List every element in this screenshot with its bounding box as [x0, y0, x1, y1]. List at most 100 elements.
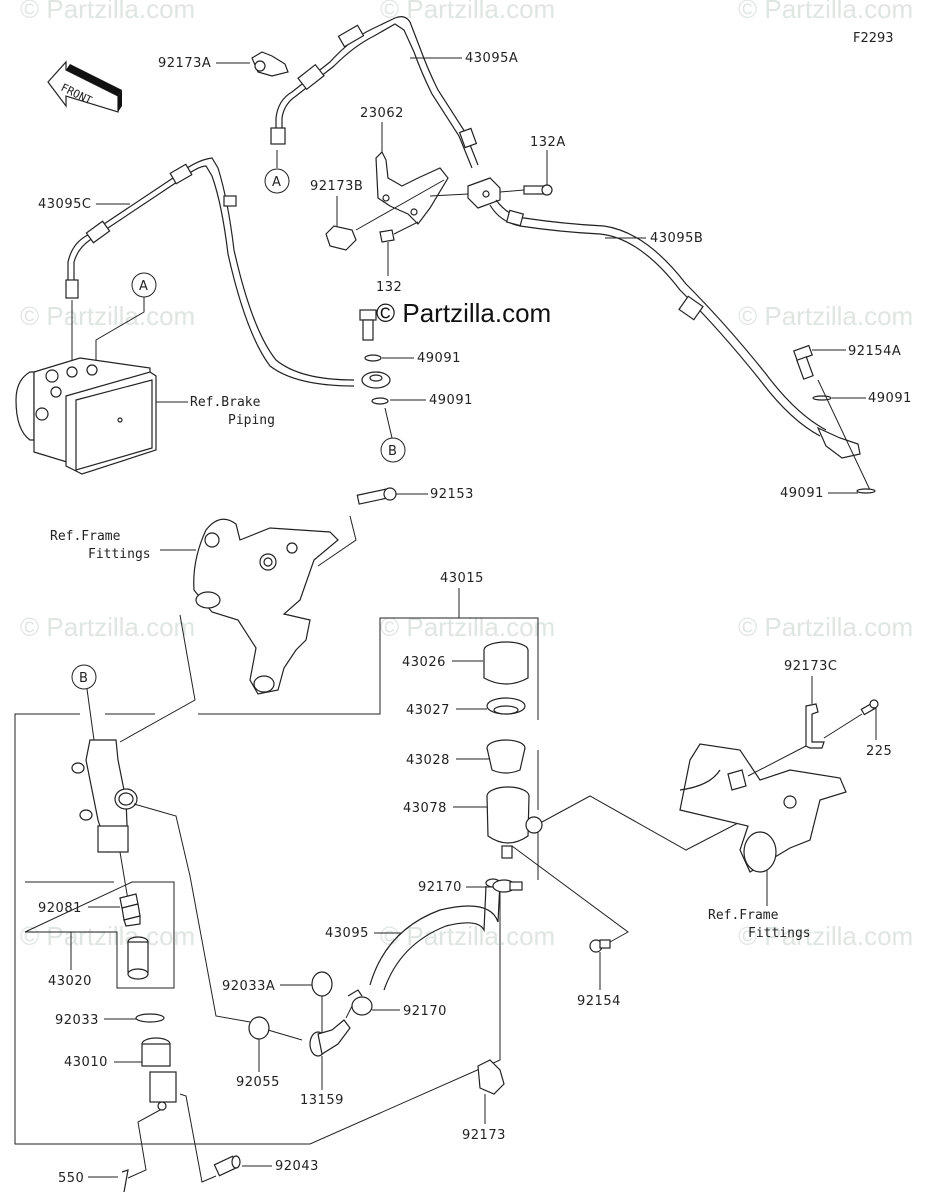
part-label-92154A[interactable]: 92154A — [848, 344, 901, 359]
watermarks: © Partzilla.com © Partzilla.com © Partzi… — [20, 0, 913, 951]
part-label-92154[interactable]: 92154 — [577, 994, 621, 1009]
part-label-13159[interactable]: 13159 — [300, 1093, 344, 1108]
marker-b-label: B — [79, 671, 88, 686]
part-label-43026[interactable]: 43026 — [402, 655, 446, 670]
part-label-49091-1[interactable]: 49091 — [417, 351, 461, 366]
leader — [393, 221, 419, 235]
clamp-92173A — [251, 51, 289, 77]
footpeg-bracket — [193, 518, 339, 695]
part-label-43095[interactable]: 43095 — [325, 926, 369, 941]
kit-outline — [24, 881, 175, 989]
part-label-92033A[interactable]: 92033A — [222, 979, 275, 994]
clip-92173C — [805, 703, 825, 749]
part-label-92170-2[interactable]: 92170 — [403, 1004, 447, 1019]
watermark: © Partzilla.com — [738, 0, 913, 24]
part-label-23062[interactable]: 23062 — [360, 106, 404, 121]
spring-92081 — [119, 893, 141, 927]
cotter-pin-550 — [121, 1169, 129, 1193]
hose-43095A — [270, 16, 479, 169]
clamp-92170 — [492, 879, 523, 893]
part-label-92043[interactable]: 92043 — [275, 1159, 319, 1174]
banjo-fitting — [361, 371, 391, 389]
bolt-92154 — [589, 939, 611, 953]
leader — [189, 875, 251, 1023]
rear-frame-bracket — [679, 743, 847, 873]
leader — [384, 407, 393, 439]
bolt-92154A — [793, 344, 814, 380]
cap-43026 — [483, 641, 529, 685]
part-label-92170-1[interactable]: 92170 — [418, 880, 462, 895]
leader — [429, 193, 469, 197]
marker-b-label: B — [388, 444, 397, 459]
marker-a-label: A — [139, 279, 148, 294]
part-label-43095A[interactable]: 43095A — [465, 51, 518, 66]
part-label-43028[interactable]: 43028 — [406, 753, 450, 768]
bolt-92153 — [356, 487, 397, 505]
part-label-92153[interactable]: 92153 — [430, 487, 474, 502]
ref-frame-fittings-right: Fittings — [748, 926, 811, 941]
part-label-43095B[interactable]: 43095B — [650, 231, 703, 246]
leader — [119, 614, 196, 743]
marker-a-label: A — [272, 175, 281, 190]
part-label-92173[interactable]: 92173 — [462, 1128, 506, 1143]
bolt-132A — [523, 184, 553, 196]
part-label-92055[interactable]: 92055 — [236, 1075, 280, 1090]
washer-49091 — [812, 395, 832, 401]
pin-92043 — [213, 1155, 241, 1177]
watermark: © Partzilla.com — [380, 612, 555, 642]
ref-frame-fittings-right: Ref.Frame — [708, 908, 779, 923]
leader — [179, 1093, 217, 1183]
bracket-23062 — [375, 150, 449, 225]
part-label-49091-4[interactable]: 49091 — [780, 486, 824, 501]
part-label-225[interactable]: 225 — [866, 744, 892, 759]
part-label-132[interactable]: 132 — [376, 280, 402, 295]
leader — [355, 179, 445, 231]
master-cylinder-body — [71, 739, 138, 853]
part-label-43010[interactable]: 43010 — [64, 1055, 108, 1070]
part-label-92173A[interactable]: 92173A — [158, 56, 211, 71]
circlip-92033A — [311, 971, 333, 997]
marker-b — [380, 437, 406, 463]
watermark: © Partzilla.com — [738, 921, 913, 951]
part-label-43078[interactable]: 43078 — [403, 801, 447, 816]
part-label-43015[interactable]: 43015 — [440, 571, 484, 586]
diaphragm-43028 — [486, 739, 526, 774]
hose-43095C — [65, 157, 355, 387]
part-label-43095C[interactable]: 43095C — [38, 197, 91, 212]
ref-frame-fittings-left: Ref.Frame — [50, 529, 121, 544]
part-label-550[interactable]: 550 — [58, 1171, 84, 1186]
watermark: © Partzilla.com — [20, 0, 195, 24]
part-label-43020[interactable]: 43020 — [48, 974, 92, 989]
hose-43095B — [489, 199, 861, 459]
part-label-92081[interactable]: 92081 — [38, 901, 82, 916]
leader — [747, 745, 807, 777]
part-label-92033[interactable]: 92033 — [55, 1013, 99, 1028]
clamp-92173 — [477, 1059, 505, 1095]
watermark: © Partzilla.com — [738, 301, 913, 331]
part-label-49091-2[interactable]: 49091 — [429, 393, 473, 408]
part-label-92173C[interactable]: 92173C — [784, 659, 837, 674]
elbow-13159 — [309, 1019, 351, 1057]
part-label-92173B[interactable]: 92173B — [310, 179, 363, 194]
piston — [127, 936, 149, 980]
abs-unit — [15, 357, 157, 475]
front-arrow-icon: FRONT — [47, 60, 122, 113]
watermark: © Partzilla.com — [20, 612, 195, 642]
part-label-132A[interactable]: 132A — [530, 135, 566, 150]
ref-brake-piping: Ref.Brake — [190, 395, 261, 410]
leader — [127, 1109, 161, 1179]
banjo-bolt — [359, 309, 377, 341]
screw-225 — [860, 699, 879, 716]
leader — [511, 845, 629, 943]
pushrod-43010 — [141, 1037, 177, 1111]
part-label-43027[interactable]: 43027 — [406, 703, 450, 718]
circlip-92033 — [135, 1013, 165, 1023]
leader — [133, 803, 191, 877]
leader — [817, 379, 871, 491]
diagram-code: F2293 — [853, 31, 894, 46]
part-label-49091-3[interactable]: 49091 — [868, 391, 912, 406]
watermark: © Partzilla.com — [380, 0, 555, 24]
watermark: © Partzilla.com — [380, 921, 555, 951]
ref-brake-piping: Piping — [228, 413, 275, 428]
